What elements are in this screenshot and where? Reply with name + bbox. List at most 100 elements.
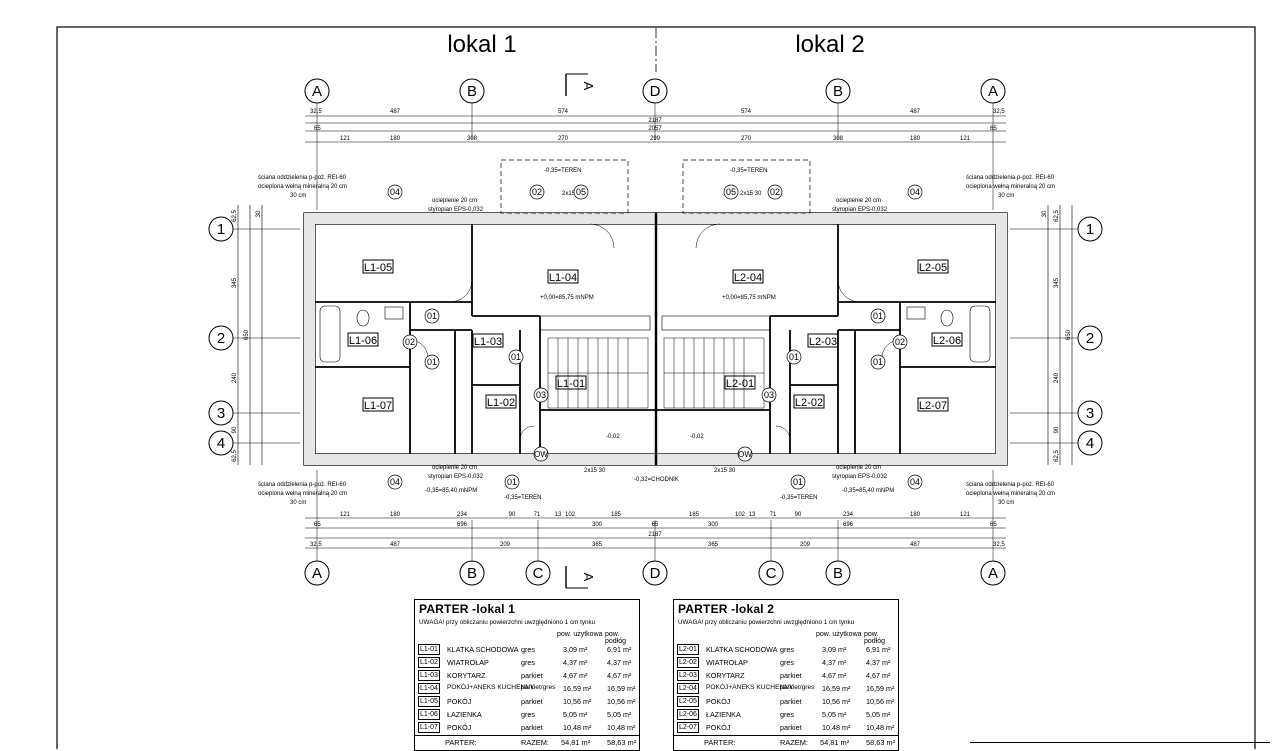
level-minus002-l1: -0,02 bbox=[606, 434, 620, 440]
svg-text:C: C bbox=[766, 565, 777, 582]
svg-text:4: 4 bbox=[217, 435, 225, 452]
room-label-L1-06: L1-06 bbox=[347, 332, 379, 347]
table-row: L2-02 WIATROŁAP gres 4,37 m² 4,37 m² bbox=[674, 657, 898, 670]
axis-bubble-right-1: 1 bbox=[1077, 216, 1103, 242]
axis-bubble-top-B-right: B bbox=[825, 78, 851, 104]
svg-text:01: 01 bbox=[873, 357, 883, 367]
bathroom-fixtures-l2 bbox=[906, 305, 991, 363]
detail-marker-04-br: 04 bbox=[907, 474, 923, 490]
svg-text:102: 102 bbox=[565, 512, 576, 518]
note-insul-tr: ocieplenie 20 cm bbox=[836, 198, 881, 204]
room-name: KORYTARZ bbox=[706, 671, 745, 680]
room-code: L2-06 bbox=[677, 709, 699, 720]
axis-bubble-right-4: 4 bbox=[1077, 430, 1103, 456]
detail-marker-03-l1: 03 bbox=[533, 387, 549, 403]
svg-text:L2-07: L2-07 bbox=[919, 400, 947, 412]
svg-text:487: 487 bbox=[910, 542, 921, 548]
svg-text:L1-06: L1-06 bbox=[349, 335, 377, 347]
room-finish: parkiet bbox=[780, 723, 802, 732]
room-usable-area: 4,37 m² bbox=[563, 658, 588, 667]
section-marker-bottom: A bbox=[565, 566, 596, 589]
axis-bubble-bottom-C-left: C bbox=[525, 560, 551, 586]
note-eps-br: styropian EPS-0,032 bbox=[832, 474, 888, 480]
detail-marker-01-l1c: 01 bbox=[508, 349, 524, 365]
detail-marker-02-top-l2: 02 bbox=[767, 184, 783, 200]
svg-text:71: 71 bbox=[770, 512, 777, 518]
svg-text:A: A bbox=[581, 573, 596, 582]
svg-text:32,5: 32,5 bbox=[310, 542, 322, 548]
svg-text:4: 4 bbox=[1086, 435, 1094, 452]
room-usable-area: 3,09 m² bbox=[822, 645, 847, 654]
table-row: L1-06 ŁAZIENKA gres 5,05 m² 5,05 m² bbox=[415, 709, 639, 722]
note-insul-tl: ocieplenie 20 cm bbox=[432, 198, 477, 204]
note-wall-sep-tl: ściana oddzielenia p-poż. REI-60 bbox=[258, 175, 347, 181]
room-usable-area: 10,48 m² bbox=[822, 723, 851, 732]
room-floor-area: 4,37 m² bbox=[866, 658, 891, 667]
svg-text:209: 209 bbox=[800, 542, 811, 548]
table-row: L1-01 KLATKA SCHODOWA gres 3,09 m² 6,91 … bbox=[415, 644, 639, 657]
detail-marker-02-l1: 02 bbox=[402, 334, 418, 350]
note-30cm-bl: 30 cm bbox=[290, 500, 306, 506]
dim-bottom-row2: 65 696 300 65 300 696 65 bbox=[314, 522, 997, 528]
dim-left-chain: 62,5 345 650 240 90 62,5 30 bbox=[232, 210, 262, 462]
room-label-L2-07: L2-07 bbox=[917, 397, 949, 412]
svg-text:04: 04 bbox=[910, 477, 920, 487]
section-marker-top: A bbox=[565, 73, 596, 96]
note-teren-bottom-l1: -0,35=TEREN bbox=[504, 495, 542, 501]
svg-text:B: B bbox=[833, 83, 843, 100]
svg-text:487: 487 bbox=[390, 542, 401, 548]
room-label-L2-04: L2-04 bbox=[732, 269, 764, 284]
top-dimension-lines bbox=[305, 115, 1006, 143]
svg-text:01: 01 bbox=[873, 311, 883, 321]
room-floor-area: 10,48 m² bbox=[607, 723, 636, 732]
svg-text:185: 185 bbox=[689, 512, 700, 518]
svg-text:L2-06: L2-06 bbox=[933, 335, 961, 347]
lokal-1-title: lokal 1 bbox=[447, 31, 516, 58]
svg-text:A: A bbox=[581, 82, 596, 91]
room-floor-area: 4,67 m² bbox=[866, 671, 891, 680]
svg-text:30: 30 bbox=[256, 210, 262, 217]
room-finish: parkiet bbox=[521, 723, 543, 732]
detail-marker-04-bl: 04 bbox=[387, 474, 403, 490]
axis-bubble-bottom-A-right: A bbox=[980, 560, 1006, 586]
axis-bubble-right-3: 3 bbox=[1077, 400, 1103, 426]
svg-text:D: D bbox=[650, 565, 661, 582]
level-minus002-l2: -0,02 bbox=[690, 434, 704, 440]
sum-usable: 54,81 m² bbox=[561, 738, 591, 747]
dim-top-65-left: 65 bbox=[314, 126, 321, 132]
table-row: L1-04 POKÓJ+ANEKS KUCHENNY parkiet/gres … bbox=[415, 683, 639, 696]
svg-text:300: 300 bbox=[592, 522, 603, 528]
room-name: KLATKA SCHODOWA bbox=[447, 645, 519, 654]
axis-bubble-left-3: 3 bbox=[208, 400, 234, 426]
dim-top-32-5-right: 32,5 bbox=[993, 109, 1005, 115]
table-sum-row: PARTER: RAZEM: 54,81 m² 58,63 m² bbox=[674, 735, 898, 750]
svg-text:62,5: 62,5 bbox=[1054, 450, 1060, 462]
dim-top-574-right: 574 bbox=[741, 109, 752, 115]
partitions-lokal-2 bbox=[656, 224, 996, 454]
svg-text:180: 180 bbox=[390, 512, 401, 518]
note-npm-l2: -0,35=85,40 mNPM bbox=[842, 488, 894, 494]
svg-text:365: 365 bbox=[708, 542, 719, 548]
room-code: L2-05 bbox=[677, 696, 699, 707]
room-usable-area: 10,48 m² bbox=[563, 723, 592, 732]
note-chodnik: -0,32=CHODNIK bbox=[634, 477, 679, 483]
room-code: L1-07 bbox=[418, 722, 440, 733]
room-floor-area: 10,56 m² bbox=[866, 697, 895, 706]
detail-marker-ow-l1: OW bbox=[533, 446, 549, 462]
dim-bottom-row3: 32,5 487 209 365 365 209 487 32,5 bbox=[310, 542, 1005, 548]
room-floor-area: 4,37 m² bbox=[607, 658, 632, 667]
bottom-dimension-lines bbox=[305, 517, 1006, 549]
room-code: L2-02 bbox=[677, 657, 699, 668]
room-usable-area: 4,37 m² bbox=[822, 658, 847, 667]
svg-text:02: 02 bbox=[770, 187, 780, 197]
svg-text:05: 05 bbox=[726, 187, 736, 197]
axis-leader-lines bbox=[233, 103, 1078, 561]
svg-text:A: A bbox=[988, 83, 998, 100]
svg-text:270: 270 bbox=[558, 136, 569, 142]
svg-text:L2-01: L2-01 bbox=[726, 378, 754, 390]
svg-text:L2-03: L2-03 bbox=[809, 336, 837, 348]
note-stairs-bottom-l1: 2x15 30 bbox=[584, 468, 606, 474]
dim-right-chain: 62,5 345 650 240 90 62,5 30 bbox=[1042, 210, 1072, 462]
svg-text:180: 180 bbox=[390, 136, 401, 142]
table-row: L2-03 KORYTARZ parkiet 4,67 m² 4,67 m² bbox=[674, 670, 898, 683]
